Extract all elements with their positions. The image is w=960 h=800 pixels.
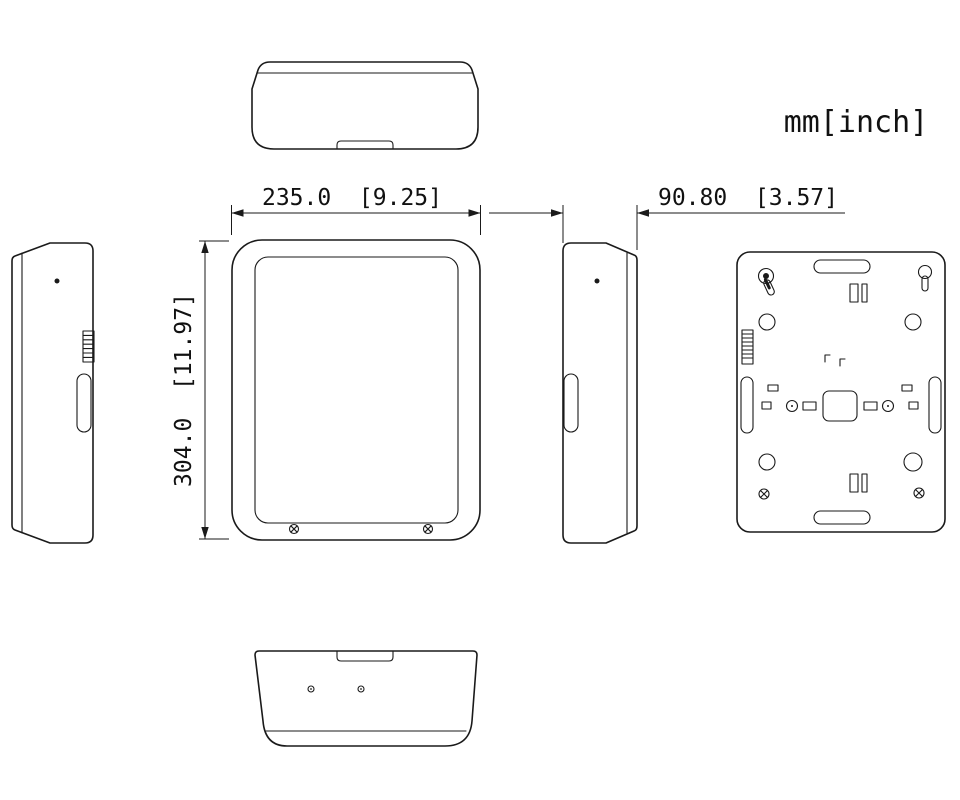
bottom-view-outline xyxy=(254,650,478,747)
height-dimension: 304.0 [11.97] xyxy=(171,240,229,540)
left-view-connector xyxy=(82,330,95,363)
bottom-view xyxy=(254,650,478,747)
right-side-view xyxy=(562,242,638,544)
height-dimension-label: 304.0 [11.97] xyxy=(171,293,197,487)
back-hole-top-right xyxy=(904,313,922,331)
arrowhead-left-icon xyxy=(551,209,563,217)
back-view xyxy=(736,251,946,533)
back-center-hole-right xyxy=(881,399,895,413)
depth-dimension: 90.80 [3.57] xyxy=(489,185,845,250)
bottom-view-clip-tab xyxy=(336,650,394,662)
back-screw-bottom-left xyxy=(758,488,770,500)
left-view-slot xyxy=(76,373,92,433)
back-pad-right xyxy=(863,401,878,411)
back-vents-bottom xyxy=(849,473,868,493)
units-label: mm[inch] xyxy=(784,105,929,140)
arrowhead-up-icon xyxy=(201,241,209,253)
front-view xyxy=(231,239,481,541)
width-extension-lines xyxy=(231,205,481,235)
back-center-hole-left xyxy=(785,399,799,413)
mount-keyhole-top-left xyxy=(757,267,775,296)
back-top-slot xyxy=(813,259,871,274)
back-view-outline xyxy=(736,251,946,533)
back-screw-bottom-right xyxy=(913,487,925,499)
right-view-pinhole xyxy=(594,278,600,284)
top-view-outline xyxy=(251,61,479,150)
back-center-plate xyxy=(822,390,858,422)
width-dimension: 235.0 [9.25] xyxy=(231,185,481,235)
front-screw-right xyxy=(422,523,434,535)
back-hole-top-left xyxy=(758,313,776,331)
back-bottom-slot xyxy=(813,510,871,525)
back-pad-outer-right xyxy=(908,401,919,410)
arrowhead-down-icon xyxy=(201,527,209,539)
arrowhead-left-icon xyxy=(231,209,244,217)
front-view-outline xyxy=(231,239,481,541)
back-pad-upper-left xyxy=(767,384,779,392)
right-view-slot xyxy=(563,373,579,433)
back-hole-bottom-right xyxy=(903,452,923,472)
bottom-mic-hole-right xyxy=(357,685,365,693)
left-view-pinhole xyxy=(54,278,60,284)
left-side-view xyxy=(11,242,95,544)
back-hole-bottom-left xyxy=(758,453,776,471)
height-extension-lines xyxy=(199,240,229,540)
left-view-outline xyxy=(11,242,94,544)
back-pad-outer-left xyxy=(761,401,772,410)
back-left-slot xyxy=(740,376,754,434)
back-pad-left xyxy=(802,401,817,411)
depth-dimension-label: 90.80 [3.57] xyxy=(658,185,838,211)
bottom-mic-hole-left xyxy=(307,685,315,693)
back-right-slot xyxy=(928,376,942,434)
arrowhead-right-icon xyxy=(468,209,481,217)
arrowhead-right-icon xyxy=(637,209,649,217)
back-vents-top xyxy=(849,283,868,303)
back-connector xyxy=(741,329,754,365)
screen-outline xyxy=(254,256,459,524)
back-pad-upper-right xyxy=(901,384,913,392)
back-datum-mark-right xyxy=(839,358,846,367)
top-view-clip-tab xyxy=(336,140,394,150)
right-view-outline xyxy=(562,242,638,544)
front-screw-left xyxy=(288,523,300,535)
mount-keyhole-top-right xyxy=(917,264,933,292)
top-view xyxy=(251,61,479,150)
width-dimension-label: 235.0 [9.25] xyxy=(262,185,442,211)
back-datum-mark-left xyxy=(824,354,831,363)
